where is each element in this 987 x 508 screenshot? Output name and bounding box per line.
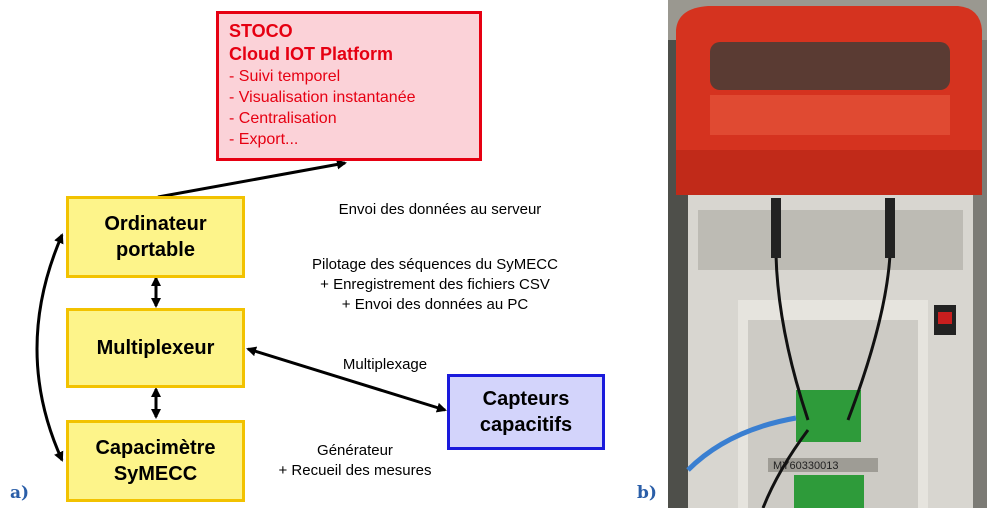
symecc-device: MY60330013 bbox=[688, 195, 973, 508]
diagram-arrows bbox=[35, 159, 447, 462]
device-serial: MY60330013 bbox=[773, 460, 838, 472]
sensors-label-line: Capteurs bbox=[482, 388, 570, 410]
sensors-box: Capteurs capacitifs bbox=[447, 374, 605, 450]
laptop-label: Ordinateur portable bbox=[104, 211, 206, 263]
stoco-item: - Centralisation bbox=[229, 110, 337, 127]
stoco-item: - Suivi temporel bbox=[229, 68, 341, 85]
device-photo: MY60330013 bbox=[668, 0, 987, 508]
note-generator-line: Générateur bbox=[317, 442, 393, 459]
multiplexer-box: Multiplexeur bbox=[66, 308, 245, 388]
note-piloting-line: + Enregistrement des fichiers CSV bbox=[320, 276, 550, 293]
blue-cable bbox=[686, 415, 797, 472]
capacimeter-label-line: SyMECC bbox=[113, 463, 198, 485]
note-piloting-line: + Envoi des données au PC bbox=[341, 296, 529, 313]
arrow-laptop-capacimeter bbox=[35, 233, 64, 462]
capacimeter-label-line: Capacimètre bbox=[95, 437, 216, 459]
capacimeter-label: Capacimètre SyMECC bbox=[95, 435, 215, 487]
arrow-multiplexer-sensors bbox=[246, 346, 447, 413]
stoco-title: STOCO bbox=[229, 21, 293, 41]
multiplexer-label: Multiplexeur bbox=[96, 337, 215, 359]
stoco-subtitle: Cloud IOT Platform bbox=[229, 44, 393, 64]
note-server: Envoi des données au serveur bbox=[338, 201, 542, 218]
probe-cables bbox=[761, 200, 892, 508]
note-multiplexing: Multiplexage bbox=[342, 356, 428, 373]
laptop-label-line: Ordinateur bbox=[104, 213, 207, 235]
note-generator-line: + Recueil des mesures bbox=[278, 462, 432, 479]
stoco-cloud-box: STOCO Cloud IOT Platform - Suivi tempore… bbox=[216, 11, 482, 161]
capacimeter-box: Capacimètre SyMECC bbox=[66, 420, 245, 502]
panel-b-label: b) bbox=[637, 483, 657, 503]
laptop-label-line: portable bbox=[116, 239, 195, 261]
panel-a-label: a) bbox=[10, 483, 30, 503]
note-piloting: Pilotage des séquences du SyMECC + Enreg… bbox=[270, 255, 600, 315]
stoco-item: - Export... bbox=[229, 131, 299, 148]
arrow-laptop-to-cloud bbox=[157, 159, 347, 199]
red-handle bbox=[676, 6, 982, 195]
note-generator: Générateur + Recueil des mesures bbox=[255, 441, 455, 481]
laptop-box: Ordinateur portable bbox=[66, 196, 245, 278]
sensors-label: Capteurs capacitifs bbox=[480, 386, 572, 438]
note-piloting-line: Pilotage des séquences du SyMECC bbox=[312, 256, 558, 273]
sensors-label-line: capacitifs bbox=[479, 414, 573, 436]
stoco-item: - Visualisation instantanée bbox=[229, 89, 416, 106]
